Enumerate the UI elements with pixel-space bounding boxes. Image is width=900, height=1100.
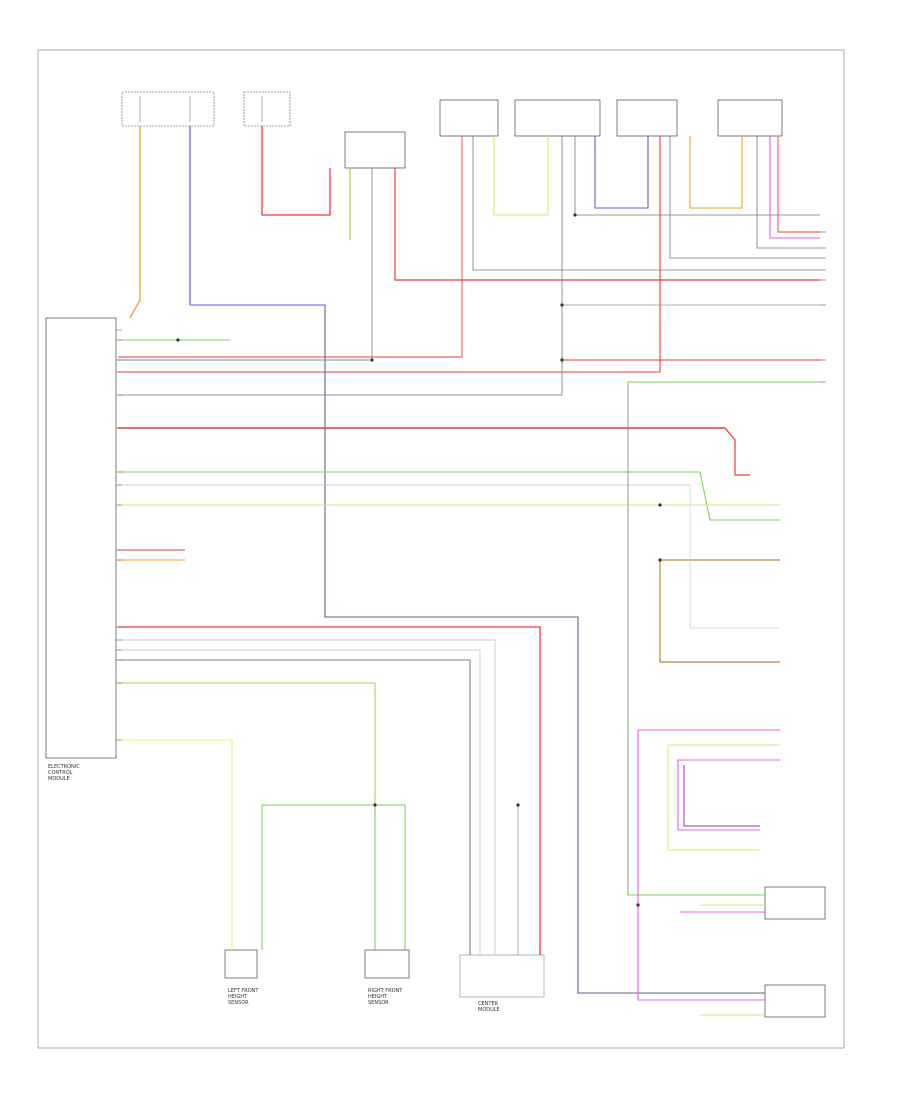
top-module-2 [439, 99, 499, 137]
wire-green-right-up [627, 381, 820, 896]
right-sensor-label-2: HEIGHT [368, 994, 388, 1000]
control-module-label-3: MODULE [48, 776, 70, 782]
connector-dots [176, 213, 662, 907]
wire-blue-top3 [594, 136, 649, 209]
wire-red-module1 [394, 168, 820, 281]
right-sensor-label-3: SENSOR [368, 1000, 389, 1006]
left-sensor-label-1: LEFT FRONT [228, 988, 259, 994]
top-module-4 [616, 99, 678, 137]
wire-gray-top3a [118, 136, 563, 396]
diagram-border [37, 49, 845, 1049]
right-module-lower-2 [764, 984, 826, 1018]
control-module [45, 317, 117, 759]
wire-magenta-2 [677, 759, 780, 831]
wire-orange-top4 [689, 136, 743, 209]
wire-green-lower [118, 682, 376, 820]
wire-green-sensor [261, 804, 406, 950]
wire-green-2 [118, 471, 780, 521]
wire-brown [659, 559, 780, 663]
wire-gray-module1 [118, 168, 373, 361]
wire-red-big-end [724, 427, 750, 476]
wire-gray-long [324, 305, 765, 994]
terminal-ticks [116, 329, 122, 741]
wire-red-fuse [261, 126, 331, 216]
center-module [459, 954, 545, 998]
top-module-5 [717, 99, 783, 137]
wire-magenta-1 [637, 729, 780, 1001]
wire-red-top2 [118, 136, 463, 358]
wire-orange-power [129, 126, 141, 319]
right-connector-ends [820, 231, 826, 383]
top-module-1 [344, 131, 406, 169]
fuse-box-right [243, 91, 291, 127]
wire-magenta-top5 [769, 136, 820, 239]
wire-yellow-right [667, 744, 780, 851]
control-module-label-2: CONTROL [48, 770, 73, 776]
wire-black-lower [118, 659, 471, 955]
wire-yellow-lower [118, 739, 233, 950]
center-module-label-2: MODULE [478, 1007, 500, 1013]
wire-red-top5 [777, 136, 820, 233]
control-module-label-1: ELECTRONIC [48, 764, 80, 770]
wire-gray-lower1 [118, 639, 496, 955]
wire-gray-lower2 [118, 649, 481, 955]
left-sensor-label-2: HEIGHT [228, 994, 248, 1000]
wire-gray-top4a [669, 136, 820, 259]
wire-red-lower [118, 626, 541, 955]
right-front-height-sensor [364, 949, 410, 979]
wire-gray-right-mid [689, 485, 780, 629]
top-module-3 [514, 99, 601, 137]
wire-red-top4 [118, 136, 661, 373]
wire-purple-1 [683, 765, 760, 827]
wire-blue-over [189, 126, 325, 306]
wire-gray-top5a [756, 136, 820, 249]
right-module-lower-1 [764, 886, 826, 920]
left-sensor-label-3: SENSOR [228, 1000, 249, 1006]
right-sensor-label-1: RIGHT FRONT [368, 988, 403, 994]
wire-gray-top3b [574, 136, 820, 216]
center-module-label-1: CENTER [478, 1001, 499, 1007]
wire-yellow-top2 [493, 136, 549, 216]
left-front-height-sensor [224, 949, 258, 979]
wire-gray-top2a [472, 136, 820, 271]
fuse-box-left [121, 91, 215, 127]
